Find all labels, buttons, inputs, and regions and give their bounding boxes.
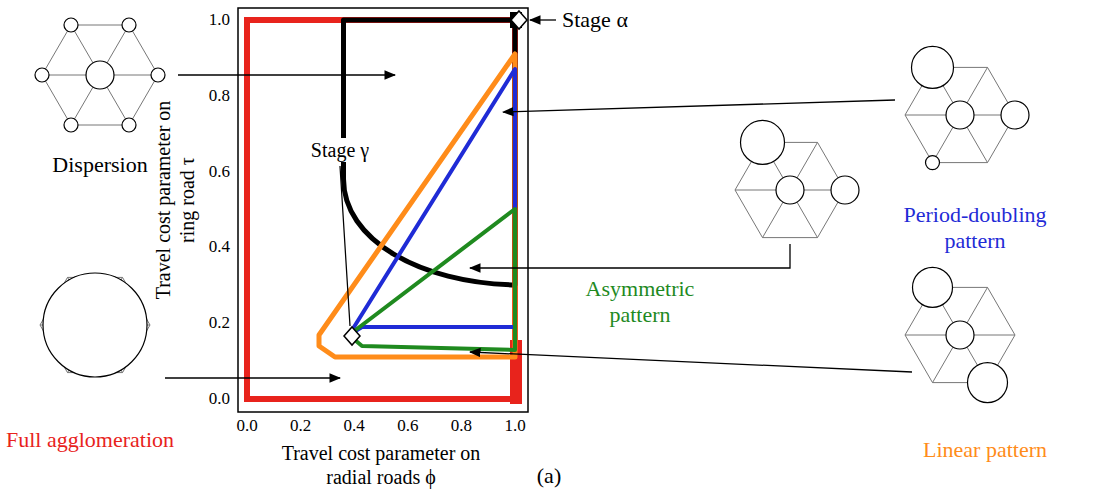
network-icon xyxy=(42,25,158,125)
city-circles xyxy=(912,46,1030,169)
pattern-label: Full agglomeration xyxy=(6,427,174,453)
tick-label: 0.2 xyxy=(209,313,230,333)
agglomeration-boundary xyxy=(247,20,515,399)
leader-arrow xyxy=(470,244,790,268)
leader-arrow xyxy=(503,100,895,112)
tick-label: 0.8 xyxy=(209,86,230,106)
tick-label: 0.0 xyxy=(209,389,230,409)
leader-line xyxy=(340,166,350,326)
asymmetric-boundary xyxy=(349,209,515,350)
leader-arrow xyxy=(178,74,395,75)
tick-label: 1.0 xyxy=(209,10,230,30)
figure-caption: (a) xyxy=(537,463,561,489)
tick-label: 0.2 xyxy=(290,416,311,436)
leader-arrow xyxy=(165,377,340,378)
tick-label: 0.6 xyxy=(209,162,230,182)
city-circles xyxy=(43,273,147,377)
stage-label: Stage γ xyxy=(308,138,372,162)
pattern-label: Period-doubling pattern xyxy=(888,202,1063,255)
pattern-label: Linear pattern xyxy=(923,437,1047,463)
stage-marker xyxy=(344,327,360,345)
tick-label: 0.4 xyxy=(344,416,365,436)
tick-label: 0.4 xyxy=(209,237,230,257)
axis-title: Travel cost parameter on radial roads ϕ xyxy=(266,441,496,489)
city-circles xyxy=(913,267,1008,402)
period-doubling-boundary xyxy=(349,69,515,335)
plot-frame xyxy=(238,8,528,412)
tick-label: 0.8 xyxy=(451,416,472,436)
leader-arrow xyxy=(530,19,556,20)
city-circles xyxy=(35,18,165,132)
pattern-label: Dispersion xyxy=(52,152,147,178)
linear-boundary xyxy=(319,54,515,357)
axis-title: Travel cost parameter on ring road τ xyxy=(151,93,199,308)
stage-marker xyxy=(511,11,527,29)
city-circles xyxy=(741,120,860,204)
pattern-label: Asymmetric pattern xyxy=(575,276,705,329)
tick-label: 1.0 xyxy=(504,416,525,436)
tick-label: 0.6 xyxy=(397,416,418,436)
tick-label: 0.0 xyxy=(236,416,257,436)
leader-arrow xyxy=(470,352,912,372)
stage-label: Stage α xyxy=(562,7,628,33)
